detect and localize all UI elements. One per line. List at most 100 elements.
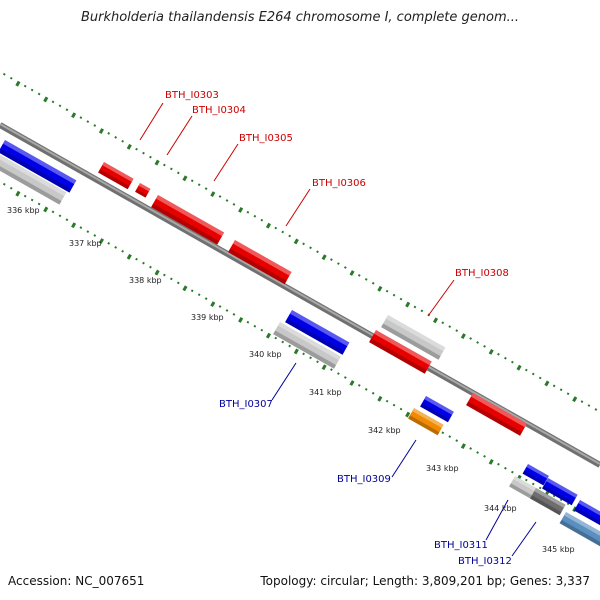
gc-dot (316, 250, 319, 254)
tick-label: 342 kbp (368, 426, 401, 435)
gc-dot (253, 214, 257, 218)
gc-dot (79, 226, 83, 229)
topology-text: Topology: circular; Length: 3,809,201 bp… (260, 574, 590, 588)
tick-label: 343 kbp (426, 464, 459, 473)
gray-feature (0, 152, 67, 205)
gc-dot (232, 313, 236, 316)
gc-dot (504, 466, 507, 470)
gc-dot (265, 222, 272, 229)
gc-dot (86, 120, 90, 123)
gc-dot (51, 210, 55, 214)
gc-dot (98, 128, 104, 134)
gc-dot (204, 297, 208, 300)
gc-dot (2, 72, 6, 76)
gc-dot (9, 186, 13, 190)
gc-dot (204, 187, 208, 190)
gc-dot (149, 265, 152, 269)
tick-label: 339 kbp (191, 313, 224, 322)
gc-dot (309, 356, 312, 360)
gene-arrow-reverse (542, 478, 578, 506)
gc-dot (37, 202, 41, 206)
gc-dot (371, 281, 375, 285)
gene-label[interactable]: BTH_I0311 (434, 540, 488, 551)
tick-label: 341 kbp (309, 388, 342, 397)
gc-dot (142, 261, 145, 265)
gc-dot (135, 257, 138, 261)
gc-dot (441, 431, 445, 435)
gene-label[interactable]: BTH_I0308 (455, 268, 509, 279)
gc-dot (15, 190, 21, 197)
gc-dot (218, 195, 222, 198)
gc-dot (232, 203, 236, 206)
gc-dot (93, 234, 97, 237)
gc-dot (114, 135, 118, 139)
chromosome-backbone (0, 122, 600, 468)
gc-dot (43, 206, 49, 213)
leader-line (213, 143, 239, 182)
gc-dot (176, 281, 180, 285)
gc-dot (392, 293, 396, 297)
gc-dot (30, 198, 34, 202)
gc-dot (281, 230, 285, 234)
gc-dot (65, 218, 69, 222)
gc-dot (169, 167, 173, 171)
gc-dot (538, 486, 542, 490)
gene-arrow-BTH_I0308 (369, 330, 432, 374)
gene-arrow-BTH_I0306 (228, 240, 292, 285)
gene-arrow-forward (466, 392, 527, 436)
gc-dot (2, 182, 6, 186)
gc-dot (321, 364, 327, 371)
gene-feature (559, 511, 600, 548)
tick-label: 345 kbp (542, 545, 575, 554)
gc-dot (58, 214, 62, 218)
gc-dot (260, 218, 264, 222)
gc-dot (121, 249, 124, 253)
gene-label[interactable]: BTH_I0307 (219, 399, 273, 410)
gene-arrow-reverse (420, 395, 454, 423)
gene-arrow-BTH_I0307 (285, 309, 350, 355)
gc-dot (37, 92, 41, 96)
gc-dot (488, 458, 494, 465)
gc-dot (126, 143, 132, 150)
gene-arrow-reverse (574, 499, 600, 531)
gc-dot (594, 408, 598, 411)
leader-line (271, 362, 297, 401)
gc-dot (531, 372, 535, 376)
gene-label[interactable]: BTH_I0305 (239, 133, 293, 144)
gc-dot (349, 270, 355, 276)
gene-label[interactable]: BTH_I0304 (192, 105, 246, 116)
gene-features (0, 140, 600, 548)
tick-label: 340 kbp (249, 350, 282, 359)
gc-dot (538, 376, 542, 380)
gc-dot (516, 364, 522, 371)
leader-line (511, 521, 537, 557)
gc-dot (302, 352, 305, 356)
gc-dot (65, 108, 69, 112)
gc-dot (343, 266, 347, 269)
gc-dot (330, 258, 333, 261)
gene-arrow-BTH_I0304 (135, 183, 151, 198)
gene-label[interactable]: BTH_I0306 (312, 178, 366, 189)
gc-dot (163, 163, 166, 167)
leader-line (427, 279, 455, 317)
gene-label[interactable]: BTH_I0312 (458, 556, 512, 567)
gene-label[interactable]: BTH_I0303 (165, 90, 219, 101)
rna-gene-BTH_I0309 (408, 408, 444, 436)
gc-dot (93, 124, 97, 127)
gc-dot (364, 277, 368, 281)
gene-label[interactable]: BTH_I0309 (337, 474, 391, 485)
gc-dot (288, 344, 292, 348)
gene-arrow-reverse (0, 140, 77, 193)
gc-dot (238, 316, 244, 323)
gc-dot (58, 104, 62, 108)
gc-dot (274, 336, 278, 340)
gc-dot (293, 238, 299, 245)
gc-dot (197, 293, 201, 297)
gc-dot (190, 289, 194, 293)
gc-dot (385, 399, 389, 403)
gc-dot (364, 387, 368, 391)
gc-dot (238, 206, 244, 213)
gc-dot (190, 179, 194, 183)
gc-dot (488, 348, 494, 355)
